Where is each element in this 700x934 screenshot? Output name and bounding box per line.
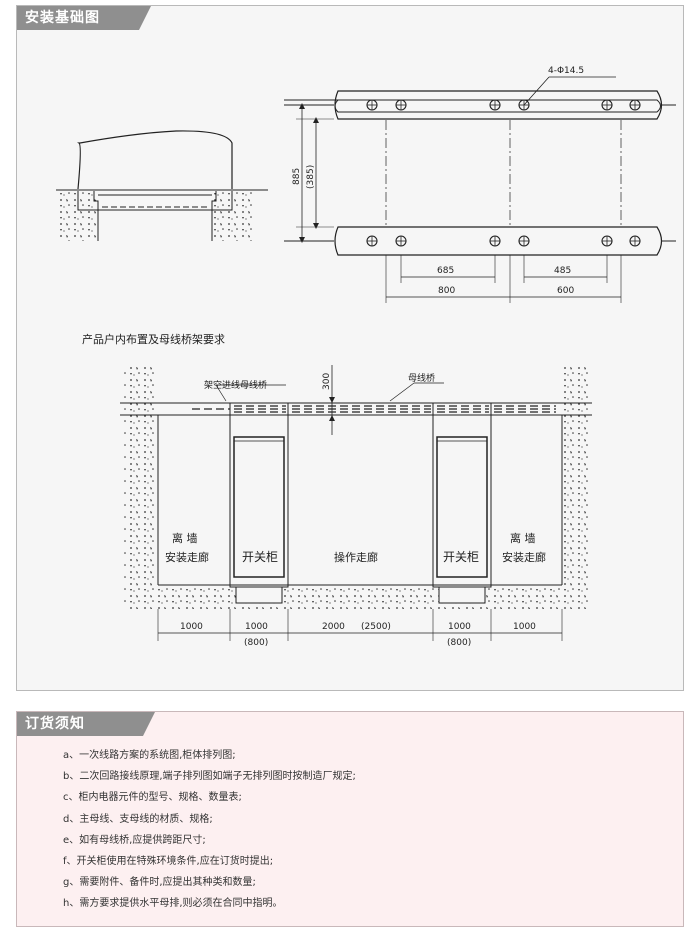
dim-right-cabinet-alt: (800) (447, 638, 471, 648)
channel-steel-plan (284, 76, 676, 303)
dim-385: (385) (306, 165, 316, 189)
foundation-drawing: 4-Φ14.5 885 (385) 685 485 800 600 产品户内布置… (56, 66, 676, 648)
layout-title: 产品户内布置及母线桥架要求 (82, 332, 225, 346)
dim-685: 685 (437, 266, 454, 276)
dim-operation: 2000 (322, 622, 345, 632)
dim-left-corridor: 1000 (180, 622, 203, 632)
dim-right-cabinet: 1000 (448, 622, 471, 632)
list-item: b、二次回路接线原理,端子排列图如端子无排列图时按制造厂规定; (63, 771, 356, 783)
order-notice-list: a、一次线路方案的系统图,柜体排列图; b、二次回路接线原理,端子排列图如端子无… (63, 745, 356, 915)
list-item: a、一次线路方案的系统图,柜体排列图; (63, 750, 236, 761)
dim-600: 600 (557, 286, 574, 296)
right-corridor-label: 安装走廊 (502, 550, 546, 564)
left-wall-label: 离 墙 (172, 531, 198, 545)
install-title: 安装基础图 (17, 6, 151, 30)
list-item: d、主母线、支母线的材质、规格; (63, 813, 213, 825)
list-item: h、需方要求提供水平母排,则必须在合同中指明。 (63, 898, 283, 910)
foundation-section (56, 130, 268, 241)
left-switchgear-label: 开关柜 (242, 550, 278, 564)
operation-corridor-label: 操作走廊 (334, 550, 378, 564)
dim-left-cabinet: 1000 (245, 622, 268, 632)
hole-spec-label: 4-Φ14.5 (548, 66, 584, 76)
dim-800: 800 (438, 286, 455, 296)
bridge-label: 母线桥 (408, 372, 435, 384)
order-notice-title: 订货须知 (17, 712, 155, 736)
list-item: c、柜内电器元件的型号、规格、数量表; (63, 792, 242, 804)
list-item: g、需要附件、备件时,应提出其种类和数量; (63, 877, 256, 889)
dim-operation-alt: (2500) (361, 622, 391, 632)
dim-left-cabinet-alt: (800) (244, 638, 268, 648)
dim-485: 485 (554, 266, 571, 276)
order-notice-panel: 订货须知 a、一次线路方案的系统图,柜体排列图; b、二次回路接线原理,端子排列… (16, 711, 684, 927)
list-item: f、开关柜使用在特殊环境条件,应在订货时提出; (63, 856, 274, 868)
dim-right-corridor: 1000 (513, 622, 536, 632)
room-layout (120, 365, 592, 641)
bridge-in-label: 架空进线母线桥 (204, 379, 267, 391)
right-wall-label: 离 墙 (510, 531, 536, 545)
left-corridor-label: 安装走廊 (165, 550, 209, 564)
right-switchgear-label: 开关柜 (443, 550, 479, 564)
dim-885: 885 (292, 168, 302, 185)
list-item: e、如有母线桥,应提供跨距尺寸; (63, 834, 206, 846)
dim-300: 300 (322, 373, 332, 390)
